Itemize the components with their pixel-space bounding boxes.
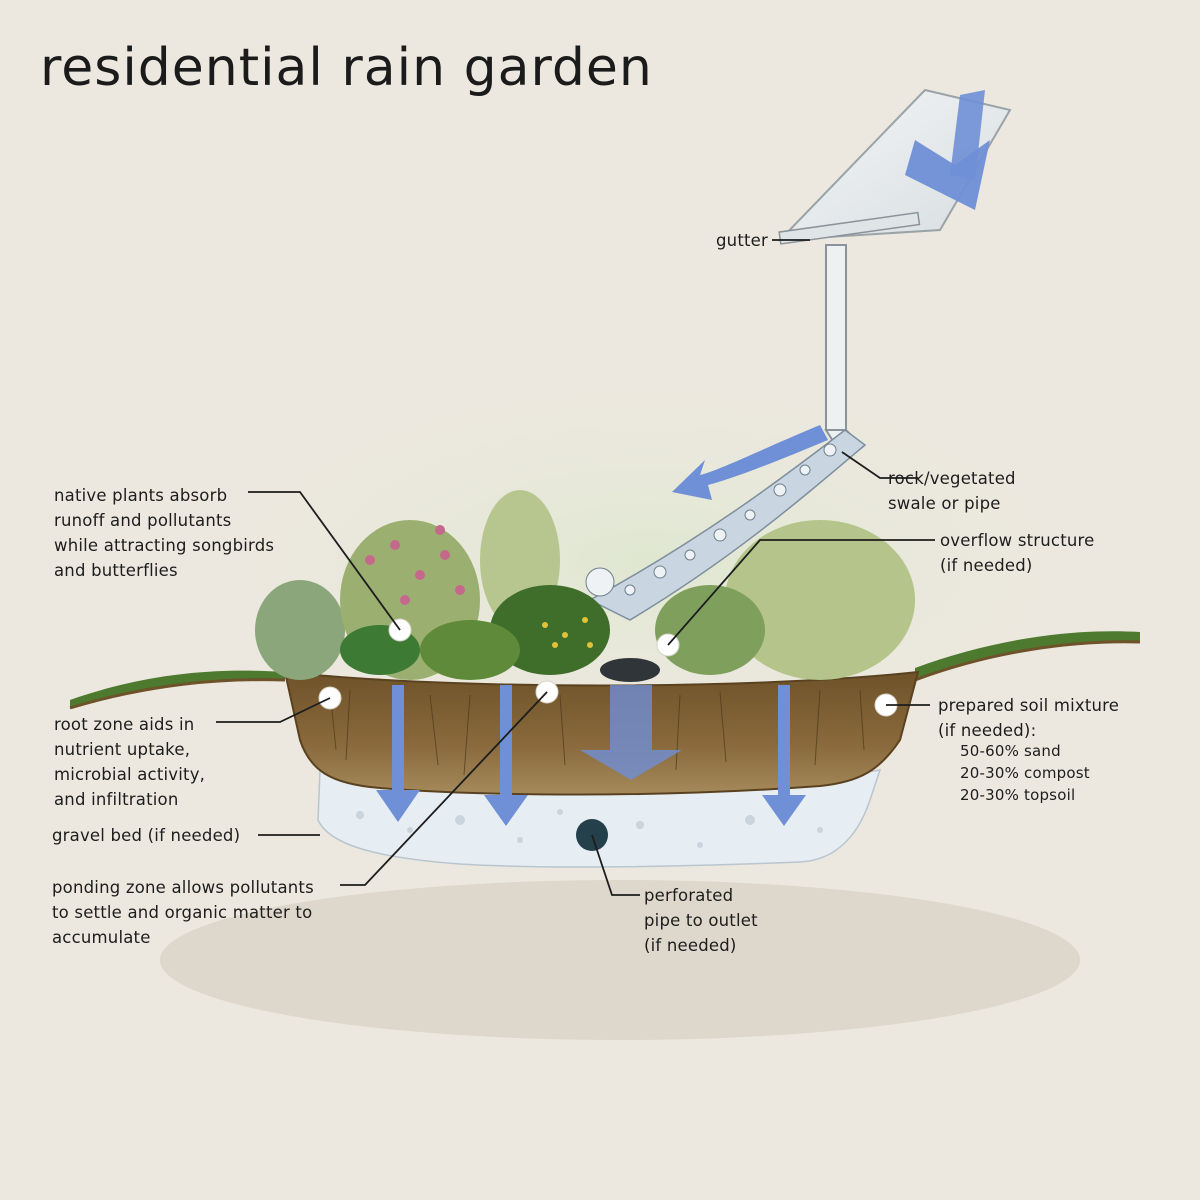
overflow-label: overflow structure (if needed) [940, 531, 1095, 575]
water-arrows [376, 90, 990, 826]
page-title: residential rain garden [40, 38, 653, 98]
gutter-channel [778, 211, 921, 245]
grass-surface-left [70, 670, 285, 708]
gravel-bed-label: gravel bed (if needed) [52, 826, 241, 845]
roof [777, 88, 1012, 242]
downspout [825, 244, 847, 431]
ponding-zone-label: ponding zone allows pollutants to settle… [52, 878, 314, 947]
swale-rocks [585, 443, 837, 597]
ground-line-right [914, 640, 1141, 682]
gutter-label: gutter [716, 231, 769, 250]
perforated-pipe-label: perforated pipe to outlet (if needed) [644, 886, 758, 955]
grass-surface-right [915, 631, 1140, 680]
native-plants-label: native plants absorb runoff and pollutan… [54, 486, 275, 580]
soil-layer [283, 670, 920, 796]
leader-lines [216, 239, 935, 896]
flowers [365, 525, 465, 605]
prepared-soil-label: prepared soil mixture (if needed): [938, 696, 1120, 740]
gravel-texture [356, 809, 823, 848]
swale-label: rock/vegetated swale or pipe [888, 469, 1016, 513]
yellow-flowers [542, 617, 593, 648]
overflow-grate [600, 658, 660, 682]
root-texture [329, 689, 865, 776]
soil-mix-label: 50-60% sand 20-30% compost 20-30% topsoi… [960, 742, 1090, 804]
ground-line-left [69, 678, 286, 710]
root-zone-label: root zone aids in nutrient uptake, micro… [54, 715, 206, 809]
ground-shadow [160, 880, 1080, 1040]
